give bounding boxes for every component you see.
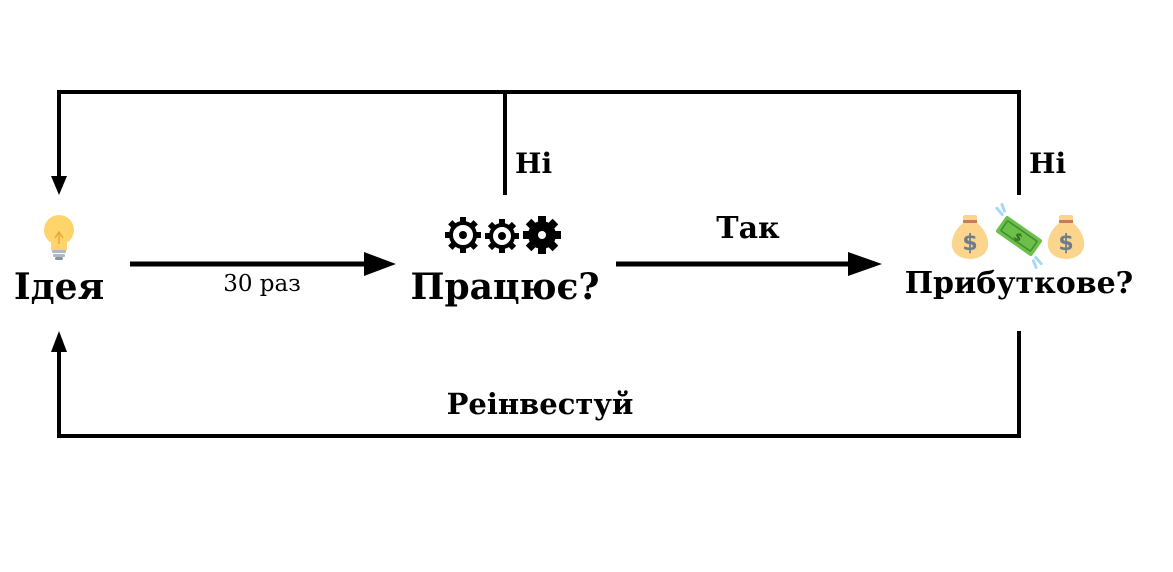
idea-label: Ідея	[14, 266, 104, 308]
svg-text:$: $	[962, 231, 977, 256]
idea-up-arrowhead	[51, 331, 67, 352]
reinvest-label: Реінвестуй	[447, 387, 634, 421]
idea-down-arrowhead	[51, 176, 67, 195]
profitable-no-label: Ні	[1029, 147, 1066, 180]
reinvest-loop	[57, 331, 1021, 438]
works-label: Працює?	[410, 266, 599, 308]
idea-to-works-arrowhead	[364, 252, 396, 276]
no-feedback-loop	[57, 90, 1021, 195]
works-to-profitable-label: Так	[716, 211, 780, 246]
gears-icon	[445, 216, 561, 254]
idea-to-works-label: 30 раз	[223, 271, 301, 297]
works-to-profitable-arrowhead	[848, 252, 882, 276]
svg-text:$: $	[1058, 231, 1073, 256]
profitable-label: Прибуткове?	[905, 266, 1134, 301]
money-bags-icon: $ $ $	[951, 203, 1085, 269]
lightbulb-icon	[44, 215, 74, 260]
works-no-label: Ні	[515, 147, 552, 180]
